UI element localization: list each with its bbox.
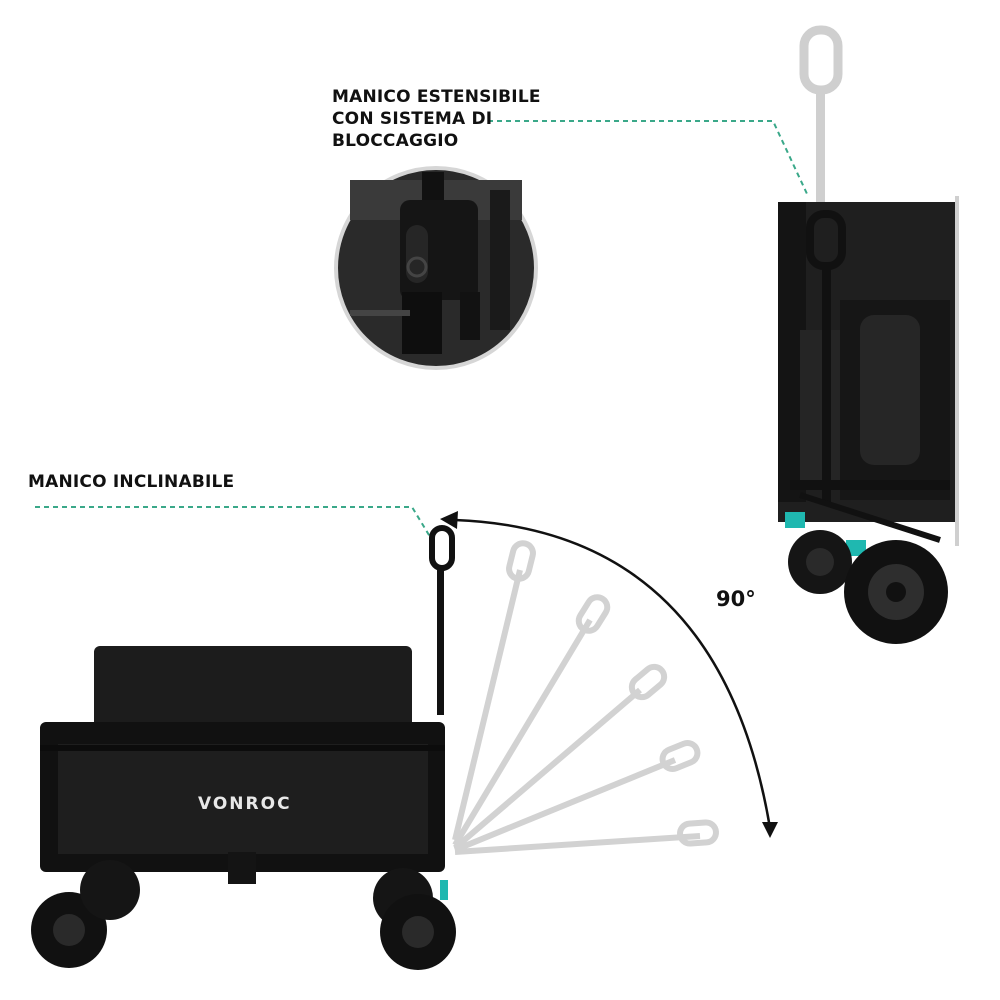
callout-extensible-line3: BLOCCAGGIO <box>332 131 459 151</box>
callout-tilt-handle: MANICO INCLINABILE <box>28 472 235 492</box>
callout-line-extensible <box>488 120 809 197</box>
angle-label: 90° <box>716 587 756 611</box>
callout-extensible-handle: MANICO ESTENSIBILE CON SISTEMA DI BLOCCA… <box>332 86 562 152</box>
ghost-handles <box>452 540 719 855</box>
wagon-side-view <box>778 25 959 644</box>
callout-extensible-line1: MANICO ESTENSIBILE <box>332 87 541 107</box>
lock-button-closeup <box>334 166 538 370</box>
callout-extensible-line2: CON SISTEMA DI <box>332 109 493 129</box>
wagon-front-view <box>31 525 456 970</box>
curved-arrow <box>440 511 778 838</box>
callout-line-tilt <box>35 506 433 541</box>
brand-logo-text: VONROC <box>198 794 292 814</box>
